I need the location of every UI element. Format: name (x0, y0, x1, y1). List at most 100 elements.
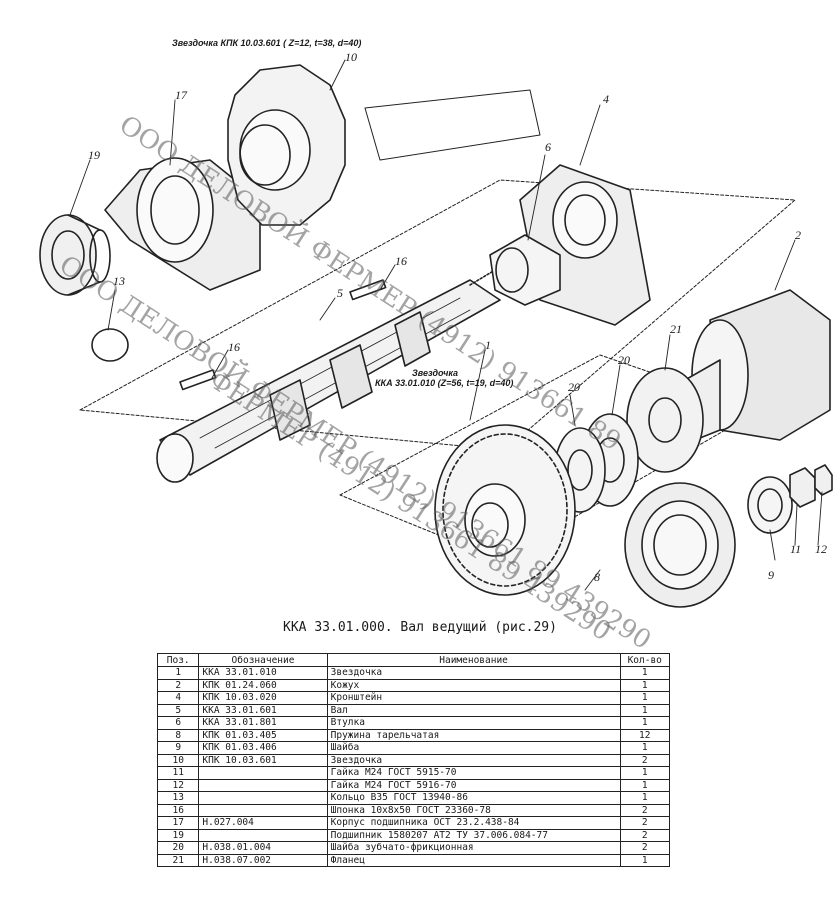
header-name: Наименование (326, 653, 621, 667)
cell-name: Корпус подшипника ОСТ 23.2.438-84 (326, 816, 621, 830)
callout-label: 10 (345, 50, 357, 64)
cell-designation: КПК 01.03.405 (198, 728, 328, 742)
callout-label: 17 (175, 88, 187, 102)
exploded-view-svg (39, 59, 833, 608)
callout-label: 4 (603, 92, 609, 106)
shaft-part (156, 254, 521, 483)
cell-position: 21 (156, 853, 200, 867)
cell-position: 20 (156, 841, 200, 855)
cell-quantity: 12 (619, 728, 670, 742)
bushing-part (489, 234, 561, 306)
cell-name: Вал (326, 703, 621, 717)
cell-name: Звездочка (326, 753, 621, 767)
sprocket-label-upper: Звездочка КПК 10.03.601 ( Z=12, t=38, d=… (172, 38, 362, 48)
cell-quantity: 2 (619, 828, 670, 842)
cell-quantity: 2 (619, 816, 670, 830)
cell-designation (198, 828, 328, 842)
bearing-housing-part (104, 157, 261, 291)
callout-label: 12 (815, 542, 827, 556)
callout-label: 13 (113, 274, 125, 288)
cell-designation: Н.027.004 (198, 816, 328, 830)
key-part (349, 279, 387, 301)
cell-designation: Н.038.07.002 (198, 853, 328, 867)
cell-position: 16 (156, 803, 200, 817)
bearing-part (39, 214, 111, 296)
cell-quantity: 1 (619, 853, 670, 867)
callout-label: 16 (395, 254, 407, 268)
cell-position: 5 (156, 703, 200, 717)
figure-caption: ККА 33.01.000. Вал ведущий (рис.29) (283, 620, 557, 635)
callout-label: 2 (795, 228, 801, 242)
cell-name: Кольцо В35 ГОСТ 13940-86 (326, 791, 621, 805)
table-header-row: Поз. Обозначение Наименование Кол-во (156, 653, 670, 667)
callout-label: 16 (228, 340, 240, 354)
callout-label: 21 (670, 322, 682, 336)
callout-label: 9 (768, 568, 774, 582)
cell-quantity: 2 (619, 841, 670, 855)
nut-part (814, 464, 833, 496)
callout-label: 20 (618, 353, 630, 367)
sprocket-label-lower-title: Звездочка (412, 368, 459, 378)
sprocket-label-lower-spec: ККА 33.01.010 (Z=56, t=19, d=40) (375, 378, 514, 388)
small-sprocket-part (227, 64, 346, 226)
header-position: Поз. (156, 653, 200, 667)
cell-designation: КПК 01.03.406 (198, 741, 328, 755)
cell-position: 19 (156, 828, 200, 842)
cell-name: Звездочка (326, 666, 621, 680)
cell-position: 4 (156, 691, 200, 705)
cell-designation: КПК 10.03.020 (198, 691, 328, 705)
cell-name: Втулка (326, 716, 621, 730)
cell-quantity: 1 (619, 778, 670, 792)
cell-position: 11 (156, 766, 200, 780)
cell-designation: ККА 33.01.601 (198, 703, 328, 717)
cell-position: 12 (156, 778, 200, 792)
header-designation: Обозначение (198, 653, 328, 667)
cell-position: 1 (156, 666, 200, 680)
cell-name: Шайба зубчато-фрикционная (326, 841, 621, 855)
plane-outline-upper (364, 89, 541, 161)
cell-position: 10 (156, 753, 200, 767)
cell-position: 8 (156, 728, 200, 742)
cell-designation: ККА 33.01.010 (198, 666, 328, 680)
cell-name: Гайка М24 ГОСТ 5915-70 (326, 766, 621, 780)
callout-label: 20 (568, 380, 580, 394)
callout-label: 19 (88, 148, 100, 162)
cell-position: 13 (156, 791, 200, 805)
cell-name: Фланец (326, 853, 621, 867)
plane-outline (79, 179, 796, 451)
cell-position: 6 (156, 716, 200, 730)
callout-label: 6 (545, 140, 551, 154)
callout-label: 5 (337, 286, 343, 300)
cell-designation (198, 803, 328, 817)
large-sprocket-part (434, 424, 576, 596)
cell-position: 17 (156, 816, 200, 830)
callout-label: 11 (790, 542, 802, 556)
cell-quantity: 1 (619, 703, 670, 717)
cell-name: Кронштейн (326, 691, 621, 705)
cell-quantity: 1 (619, 666, 670, 680)
header-quantity: Кол-во (619, 653, 670, 667)
cell-designation: КПК 01.24.060 (198, 678, 328, 692)
washer-part (747, 476, 793, 534)
nut-part (789, 467, 816, 508)
cell-quantity: 1 (619, 678, 670, 692)
cell-designation (198, 791, 328, 805)
cell-designation: Н.038.01.004 (198, 841, 328, 855)
cell-designation (198, 766, 328, 780)
cell-quantity: 2 (619, 753, 670, 767)
friction-washer-part (554, 413, 639, 513)
ring-part (91, 328, 129, 362)
